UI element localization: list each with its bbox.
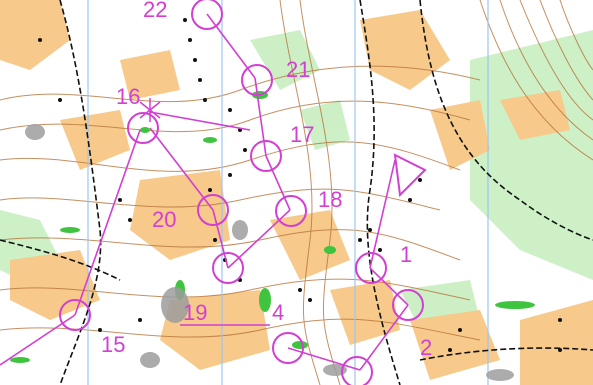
control-label: 1 — [400, 242, 412, 267]
control-label: 19 — [183, 300, 207, 325]
control-label: 20 — [152, 207, 176, 232]
control-circles — [59, 0, 424, 385]
rock-areas — [25, 124, 514, 381]
light-green-areas — [0, 30, 593, 330]
control-label: 22 — [143, 0, 167, 22]
control-circle-15 — [59, 299, 91, 331]
control-circle-18 — [275, 195, 307, 227]
control-labels: 22 21 16 17 18 20 1 19 4 15 2 — [101, 0, 432, 360]
control-circle-22 — [191, 0, 223, 30]
control-circle-21 — [241, 64, 273, 96]
control-circle-17 — [250, 140, 282, 172]
control-circle-20 — [197, 194, 229, 226]
black-details — [38, 18, 562, 352]
control-circle-4 — [272, 332, 304, 364]
control-circle-1 — [355, 252, 387, 284]
course-legs — [0, 13, 409, 371]
control-circle-3 — [341, 356, 373, 385]
control-label: 16 — [116, 84, 140, 109]
control-label: 17 — [290, 122, 314, 147]
control-label: 18 — [318, 187, 342, 212]
control-circle-2 — [392, 289, 424, 321]
control-label: 2 — [420, 335, 432, 360]
control-label: 15 — [101, 332, 125, 357]
start-triangle — [393, 153, 427, 198]
control-circle-16 — [127, 112, 159, 144]
hatched-symbol — [139, 98, 161, 122]
control-label: 4 — [272, 300, 284, 325]
control-circle-19 — [212, 252, 244, 284]
control-label: 21 — [286, 57, 310, 82]
